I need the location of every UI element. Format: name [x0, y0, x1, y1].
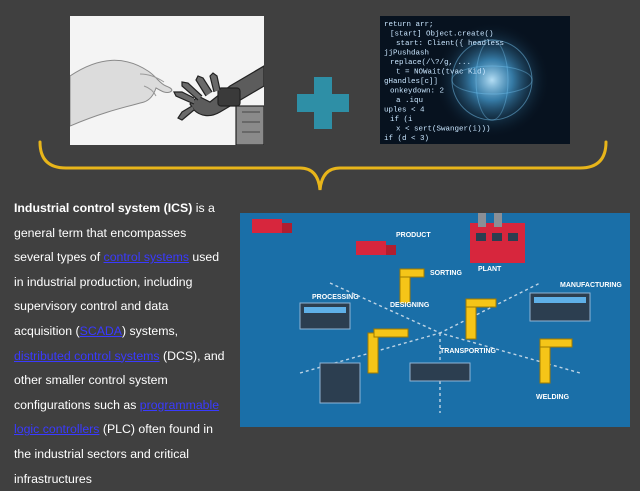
link-scada[interactable]: SCADA	[79, 323, 122, 338]
human-robot-hands-image	[70, 16, 264, 145]
factory-label: WELDING	[536, 394, 570, 401]
factory-label: SORTING	[430, 270, 462, 277]
code-line: replace(/\?/g, ...	[390, 59, 471, 67]
factory-label: DESIGNING	[390, 302, 430, 309]
brace-connector	[38, 140, 608, 191]
smart-factory-icon: PRODUCT PLANT MANUFACTURING PROCESSING D…	[240, 213, 630, 427]
link-distributed-control-systems[interactable]: distributed control systems	[14, 348, 160, 363]
ics-description: Industrial control system (ICS) is a gen…	[14, 196, 228, 491]
code-line: uples < 4	[384, 107, 425, 115]
code-line: if (i	[390, 116, 413, 124]
factory-label: PROCESSING	[312, 294, 359, 301]
code-globe-icon: return arr; [start] Object.create()start:…	[384, 21, 550, 143]
code-line: gHandles[c]]	[384, 78, 438, 86]
code-line: jjPushdash	[384, 50, 429, 58]
factory-label: PLANT	[478, 266, 502, 273]
code-line: x < sert(Swanger(i)))	[396, 126, 491, 134]
plus-icon	[297, 77, 349, 129]
ics-term: Industrial control system (ICS)	[14, 201, 193, 215]
factory-label: MANUFACTURING	[560, 282, 622, 289]
code-line: return arr;	[384, 21, 434, 29]
desc-text-1: is a general term that encompasses sever…	[14, 201, 215, 265]
code-line: if (d < 3)	[384, 135, 429, 143]
link-programmable-logic-controllers[interactable]: programmable logic controllers	[14, 397, 220, 437]
smart-factory-image: PRODUCT PLANT MANUFACTURING PROCESSING D…	[240, 213, 630, 427]
code-line: onkeydown: 2	[390, 88, 444, 96]
factory-label: PRODUCT	[396, 232, 431, 239]
link-control-systems[interactable]: control systems	[103, 250, 189, 265]
code-line: [start] Object.create()	[390, 31, 494, 39]
code-line: start: Client({ headless	[396, 40, 504, 48]
desc-text-4: (DCS), and other smaller control system …	[14, 348, 225, 412]
desc-text-3: ) systems,	[122, 323, 179, 338]
desc-text-2: used in industrial production, including…	[14, 250, 220, 338]
code-line: a .iqu	[396, 97, 423, 105]
factory-label: TRANSPORTING	[440, 348, 497, 355]
code-globe-image: return arr; [start] Object.create()start:…	[380, 16, 570, 144]
code-line: t = NOWait(tvac Kid)	[396, 69, 486, 77]
human-robot-hands-icon	[70, 59, 264, 145]
